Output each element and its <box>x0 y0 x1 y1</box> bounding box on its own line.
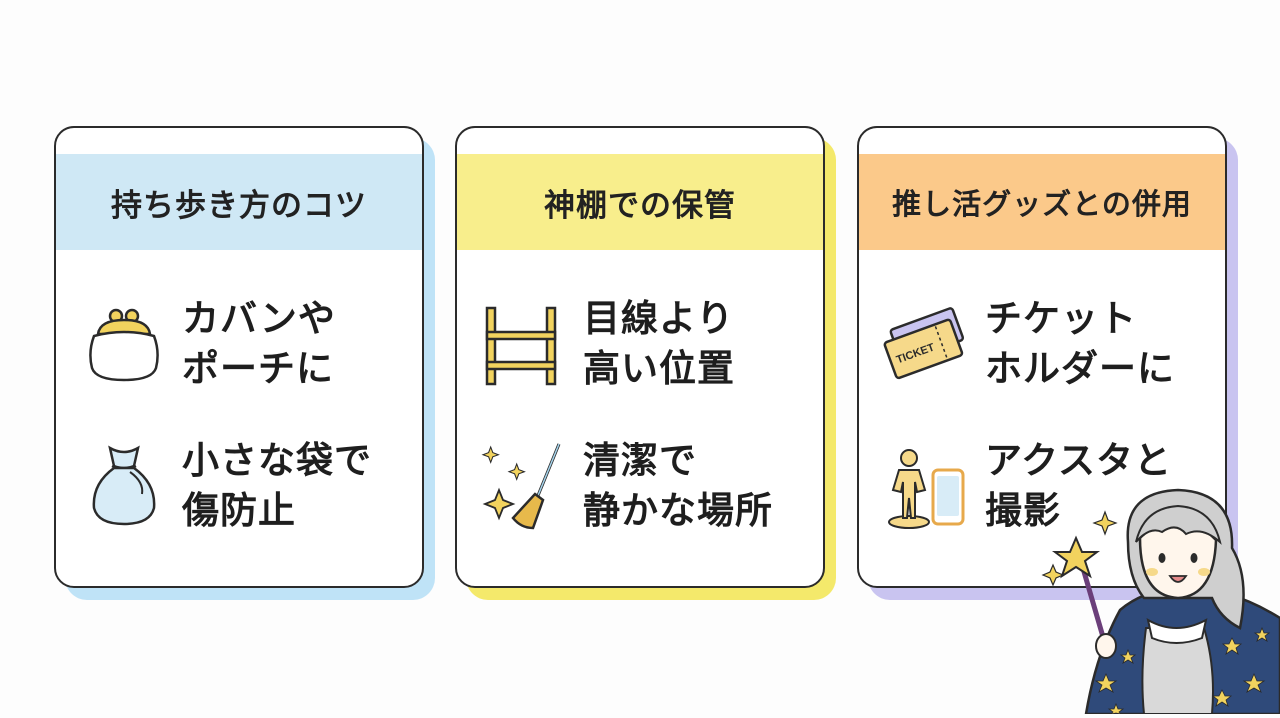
card-kamidana-storage: 神棚での保管 目線より 高い位置 <box>455 126 836 600</box>
list-item: TICKET チケット ホルダーに <box>883 294 1213 394</box>
list-item: 目線より 高い位置 <box>481 294 811 394</box>
item-text: 小さな袋で 傷防止 <box>182 439 372 532</box>
item-text: アクスタと 撮影 <box>985 439 1173 532</box>
card-oshikatsu-goods: 推し活グッズとの併用 TICKET チケット ホルダーに <box>857 126 1238 600</box>
card-body: 神棚での保管 目線より 高い位置 <box>455 126 825 588</box>
card-header: 持ち歩き方のコツ <box>56 154 422 250</box>
coin-purse-icon <box>80 294 170 394</box>
card-carrying-tips: 持ち歩き方のコツ カバンや ポーチに <box>54 126 435 600</box>
card-header: 推し活グッズとの併用 <box>859 154 1225 250</box>
card-title: 推し活グッズとの併用 <box>892 187 1192 221</box>
list-item: 清潔で 静かな場所 <box>481 436 811 536</box>
shelf-icon <box>481 294 571 394</box>
item-text: 清潔で 静かな場所 <box>583 439 773 532</box>
item-text: チケット ホルダーに <box>985 297 1175 390</box>
list-item: アクスタと 撮影 <box>883 436 1213 536</box>
acrylic-stand-phone-icon <box>883 436 973 536</box>
ticket-icon: TICKET <box>883 294 973 394</box>
card-body: 持ち歩き方のコツ カバンや ポーチに <box>54 126 424 588</box>
item-text: カバンや ポーチに <box>182 297 336 390</box>
drawstring-pouch-icon <box>80 436 170 536</box>
item-text: 目線より 高い位置 <box>583 297 735 390</box>
witch-girl-illustration <box>1036 478 1280 716</box>
card-title: 持ち歩き方のコツ <box>111 187 367 224</box>
broom-sparkle-icon <box>481 436 571 536</box>
card-title: 神棚での保管 <box>544 187 736 224</box>
card-header: 神棚での保管 <box>457 154 823 250</box>
card-body: 推し活グッズとの併用 TICKET チケット ホルダーに <box>857 126 1227 588</box>
list-item: 小さな袋で 傷防止 <box>80 436 410 536</box>
list-item: カバンや ポーチに <box>80 294 410 394</box>
